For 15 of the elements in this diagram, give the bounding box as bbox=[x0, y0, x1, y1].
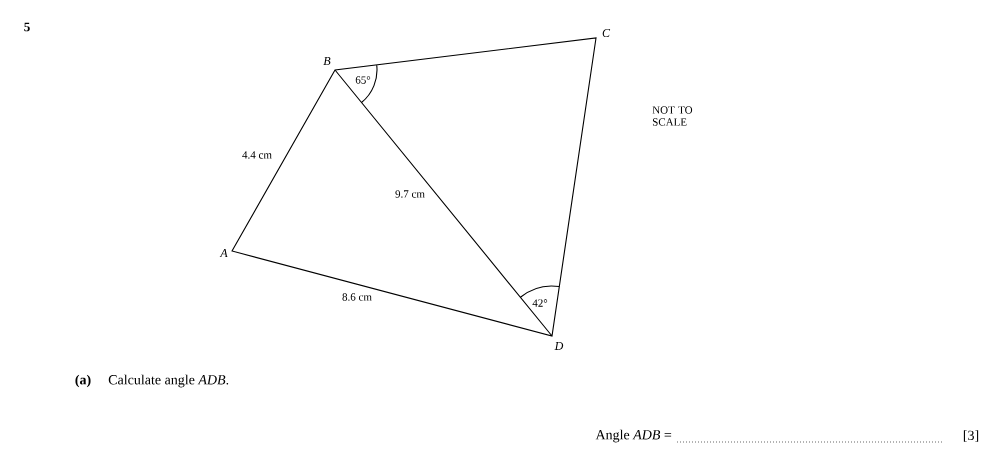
length-label: 4.4 cm bbox=[242, 151, 272, 159]
question-text: Calculate angle ADB. bbox=[108, 374, 229, 388]
vertex-label: A bbox=[219, 249, 228, 257]
marks-label: [3] bbox=[963, 430, 979, 442]
answer-label: Angle ADB = bbox=[595, 429, 672, 443]
question-number: 5 bbox=[24, 22, 30, 32]
angle-label: 42° bbox=[532, 299, 548, 307]
angle-label: 65° bbox=[355, 76, 371, 84]
scale-note: NOT TO SCALE bbox=[652, 106, 693, 126]
length-label: 8.6 cm bbox=[342, 293, 372, 301]
vertex-label: D bbox=[554, 342, 564, 350]
part-label: (a) bbox=[75, 374, 91, 388]
vertex-label: B bbox=[323, 57, 331, 65]
vertex-label: C bbox=[602, 28, 611, 38]
length-label: 9.7 cm bbox=[395, 190, 425, 198]
